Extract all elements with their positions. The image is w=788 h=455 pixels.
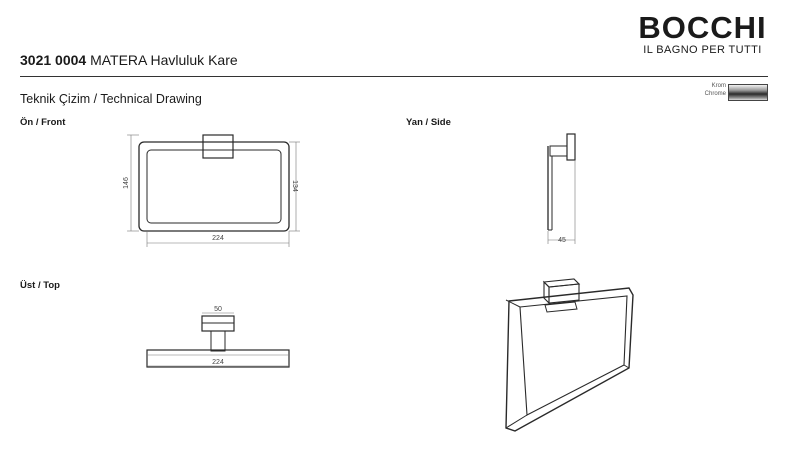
chrome-swatch	[728, 84, 768, 101]
product-code: 3021 0004	[20, 52, 87, 68]
dim-front-height-inner: 134	[291, 180, 298, 192]
dim-side-depth: 45	[558, 237, 566, 244]
dimension-labels: 146 134 224 45 50 224	[123, 177, 566, 366]
header-divider	[20, 76, 768, 77]
top-view-label: Üst / Top	[20, 280, 60, 291]
drawing-subtitle: Teknik Çizim / Technical Drawing	[20, 92, 202, 106]
isometric-view-drawing	[505, 278, 634, 432]
dim-front-width: 224	[212, 235, 224, 242]
side-view-label: Yan / Side	[406, 117, 451, 128]
finish-label-en: Chrome	[704, 91, 726, 97]
top-view-drawing	[146, 312, 290, 368]
dim-top-mount: 50	[214, 306, 222, 313]
dim-top-width: 224	[212, 359, 224, 366]
dim-front-height-outer: 146	[123, 177, 130, 189]
side-view-drawing	[547, 133, 576, 244]
finish-indicator: Krom Chrome	[700, 82, 768, 102]
front-view-label: Ön / Front	[20, 117, 66, 128]
finish-label-tr: Krom	[711, 83, 726, 89]
product-title: 3021 0004 MATERA Havluluk Kare	[20, 52, 238, 68]
brand-logo: BOCCHI IL BAGNO PER TUTTI	[630, 12, 775, 57]
front-view-drawing	[127, 134, 300, 247]
brand-tagline: IL BAGNO PER TUTTI	[643, 44, 762, 56]
product-name: MATERA Havluluk Kare	[90, 52, 238, 68]
brand-name: BOCCHI	[638, 10, 767, 45]
